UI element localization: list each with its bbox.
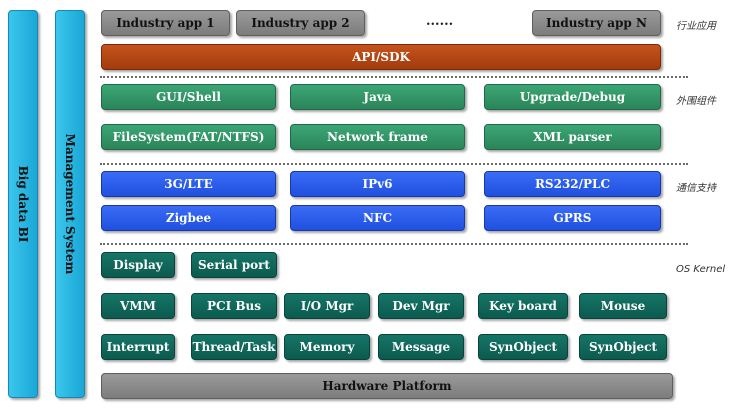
vmm-box: VMM bbox=[101, 293, 175, 319]
industry-app-1-box: Industry app 1 bbox=[101, 10, 230, 36]
separator-2 bbox=[100, 163, 688, 165]
gprs-box: GPRS bbox=[484, 205, 661, 231]
kernel-side-label: OS Kernel bbox=[676, 264, 726, 275]
synobject-box-1: SynObject bbox=[478, 334, 568, 360]
zigbee-box: Zigbee bbox=[101, 205, 276, 231]
gui-shell-box: GUI/Shell bbox=[101, 84, 276, 110]
management-system-bar: Management System bbox=[55, 10, 85, 398]
rs232-plc-box: RS232/PLC bbox=[484, 171, 661, 197]
nfc-box: NFC bbox=[290, 205, 465, 231]
big-data-bi-label: Big data BI bbox=[16, 165, 30, 243]
message-box: Message bbox=[378, 334, 464, 360]
serial-port-box: Serial port bbox=[191, 252, 277, 278]
keyboard-box: Key board bbox=[478, 293, 568, 319]
separator-3 bbox=[100, 243, 688, 245]
management-system-label: Management System bbox=[63, 133, 77, 275]
thread-task-box: Thread/Task bbox=[191, 334, 277, 360]
peripheral-side-label: 外围组件 bbox=[676, 96, 716, 107]
hardware-platform-bar: Hardware Platform bbox=[101, 373, 673, 399]
io-mgr-box: I/O Mgr bbox=[284, 293, 370, 319]
pci-bus-box: PCI Bus bbox=[191, 293, 277, 319]
industry-side-label: 行业应用 bbox=[676, 21, 716, 32]
separator-1 bbox=[100, 76, 688, 78]
synobject-box-2: SynObject bbox=[579, 334, 667, 360]
3g-lte-box: 3G/LTE bbox=[101, 171, 276, 197]
big-data-bi-bar: Big data BI bbox=[8, 10, 38, 398]
mouse-box: Mouse bbox=[579, 293, 667, 319]
memory-box: Memory bbox=[284, 334, 370, 360]
filesystem-box: FileSystem(FAT/NTFS) bbox=[101, 124, 276, 150]
industry-ellipsis: ...... bbox=[426, 14, 454, 29]
api-sdk-bar: API/SDK bbox=[101, 44, 661, 70]
display-box: Display bbox=[101, 252, 175, 278]
network-frame-box: Network frame bbox=[290, 124, 465, 150]
java-box: Java bbox=[290, 84, 465, 110]
industry-app-2-box: Industry app 2 bbox=[236, 10, 365, 36]
upgrade-debug-box: Upgrade/Debug bbox=[484, 84, 661, 110]
ipv6-box: IPv6 bbox=[290, 171, 465, 197]
comm-side-label: 通信支持 bbox=[676, 183, 716, 194]
industry-app-n-box: Industry app N bbox=[532, 10, 661, 36]
interrupt-box: Interrupt bbox=[101, 334, 175, 360]
xml-parser-box: XML parser bbox=[484, 124, 661, 150]
dev-mgr-box: Dev Mgr bbox=[378, 293, 464, 319]
